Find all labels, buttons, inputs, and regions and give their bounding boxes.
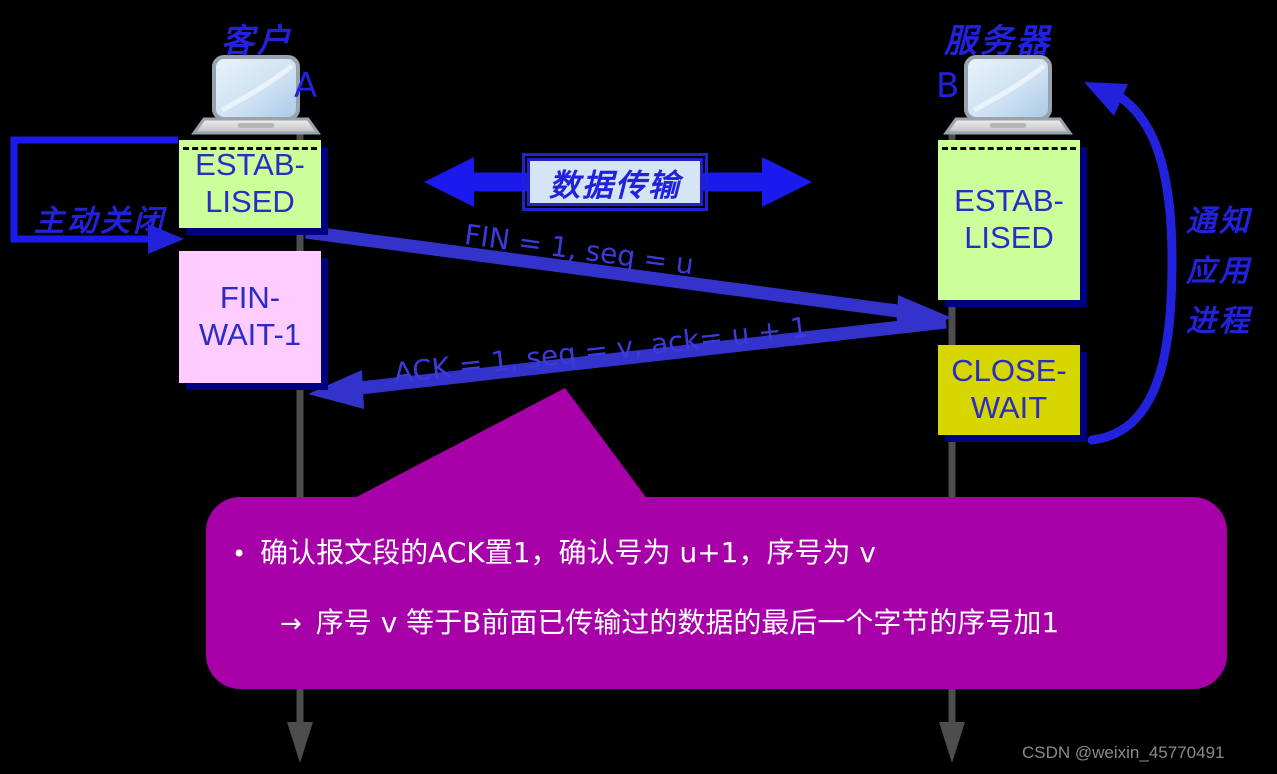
state-line-2: WAIT — [970, 390, 1048, 425]
laptop-server-icon — [943, 55, 1073, 135]
state-line-1: FIN- — [219, 280, 281, 316]
server-title: 服务器 — [944, 21, 1052, 60]
state-line-1: ESTAB- — [195, 147, 305, 183]
state-line-2: LISED — [205, 184, 295, 219]
callout-tail — [345, 388, 648, 503]
callout-arrow-icon: → — [280, 609, 302, 639]
watermark-text: CSDN @weixin_45770491 — [1022, 743, 1225, 762]
active-close-label: 主动关闭 — [34, 204, 166, 239]
data-transmission-box: 数据传输 — [522, 153, 708, 211]
endpoint-label-b: B — [936, 66, 960, 106]
callout-line-2-text: 序号 v 等于B前面已传输过的数据的最后一个字节的序号加1 — [315, 606, 1060, 639]
state-box-server-closewait: CLOSE- WAIT — [938, 345, 1080, 435]
notify-app-curved-arrow — [1084, 82, 1177, 445]
callout-line-1: • 确认报文段的ACK置1，确认号为 u+1，序号为 v — [232, 531, 1197, 571]
client-title: 客户 — [221, 21, 293, 60]
state-box-client-finwait1: FIN- WAIT-1 — [179, 251, 321, 383]
data-transmission-label: 数据传输 — [549, 167, 681, 204]
state-box-server-established: ESTAB- LISED — [938, 140, 1080, 300]
state-line-1: CLOSE- — [951, 353, 1067, 389]
state-line-2: WAIT-1 — [198, 317, 302, 352]
notify-app-line-2: 应用 — [1186, 254, 1252, 289]
state-line-1: ESTAB- — [954, 183, 1064, 219]
callout-bullet-icon: • — [232, 540, 247, 568]
notify-app-line-3: 进程 — [1186, 304, 1252, 339]
callout-box: • 确认报文段的ACK置1，确认号为 u+1，序号为 v → 序号 v 等于B前… — [206, 497, 1227, 689]
message-label-ack: ACK = 1, seq = v, ack= u + 1 — [392, 310, 810, 390]
state-dashed-divider — [183, 147, 317, 150]
state-line-2: LISED — [964, 220, 1054, 255]
state-dashed-divider — [942, 147, 1076, 150]
callout-line-1-text: 确认报文段的ACK置1，确认号为 u+1，序号为 v — [260, 536, 876, 569]
callout-line-2: → 序号 v 等于B前面已传输过的数据的最后一个字节的序号加1 — [280, 601, 1197, 641]
notify-app-line-1: 通知 — [1186, 204, 1252, 239]
state-box-client-established: ESTAB- LISED — [179, 140, 321, 228]
endpoint-label-a: A — [294, 66, 318, 106]
message-label-fin: FIN = 1, seq = u — [462, 218, 696, 282]
